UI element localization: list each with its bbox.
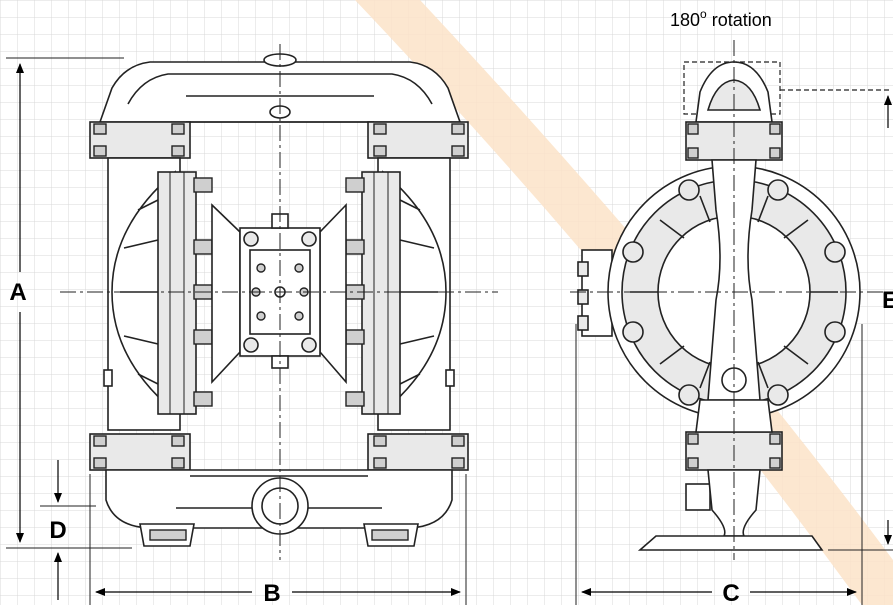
rotation-value: 180 [670,10,700,30]
dimension-label-b: B [263,580,280,605]
dimension-lines [6,57,893,605]
dimension-label-c: C [722,580,739,605]
dimension-label-e: E [882,287,893,314]
dimension-label-a: A [9,279,26,306]
rotation-text: rotation [707,10,772,30]
dimension-label-d: D [49,517,66,544]
pump-side-view [570,40,893,560]
pump-front-view [60,44,498,560]
rotation-note: 180o rotation [670,7,772,30]
rotation-degree-symbol: o [700,7,707,21]
